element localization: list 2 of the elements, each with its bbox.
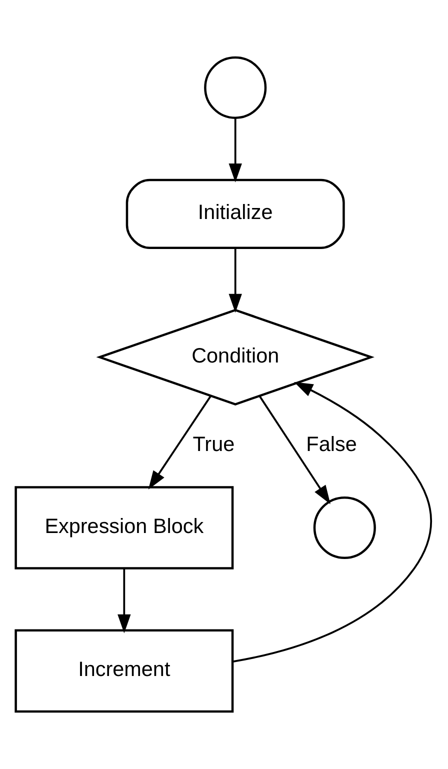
edge-label: True — [192, 433, 235, 456]
edge-label: False — [306, 433, 357, 456]
